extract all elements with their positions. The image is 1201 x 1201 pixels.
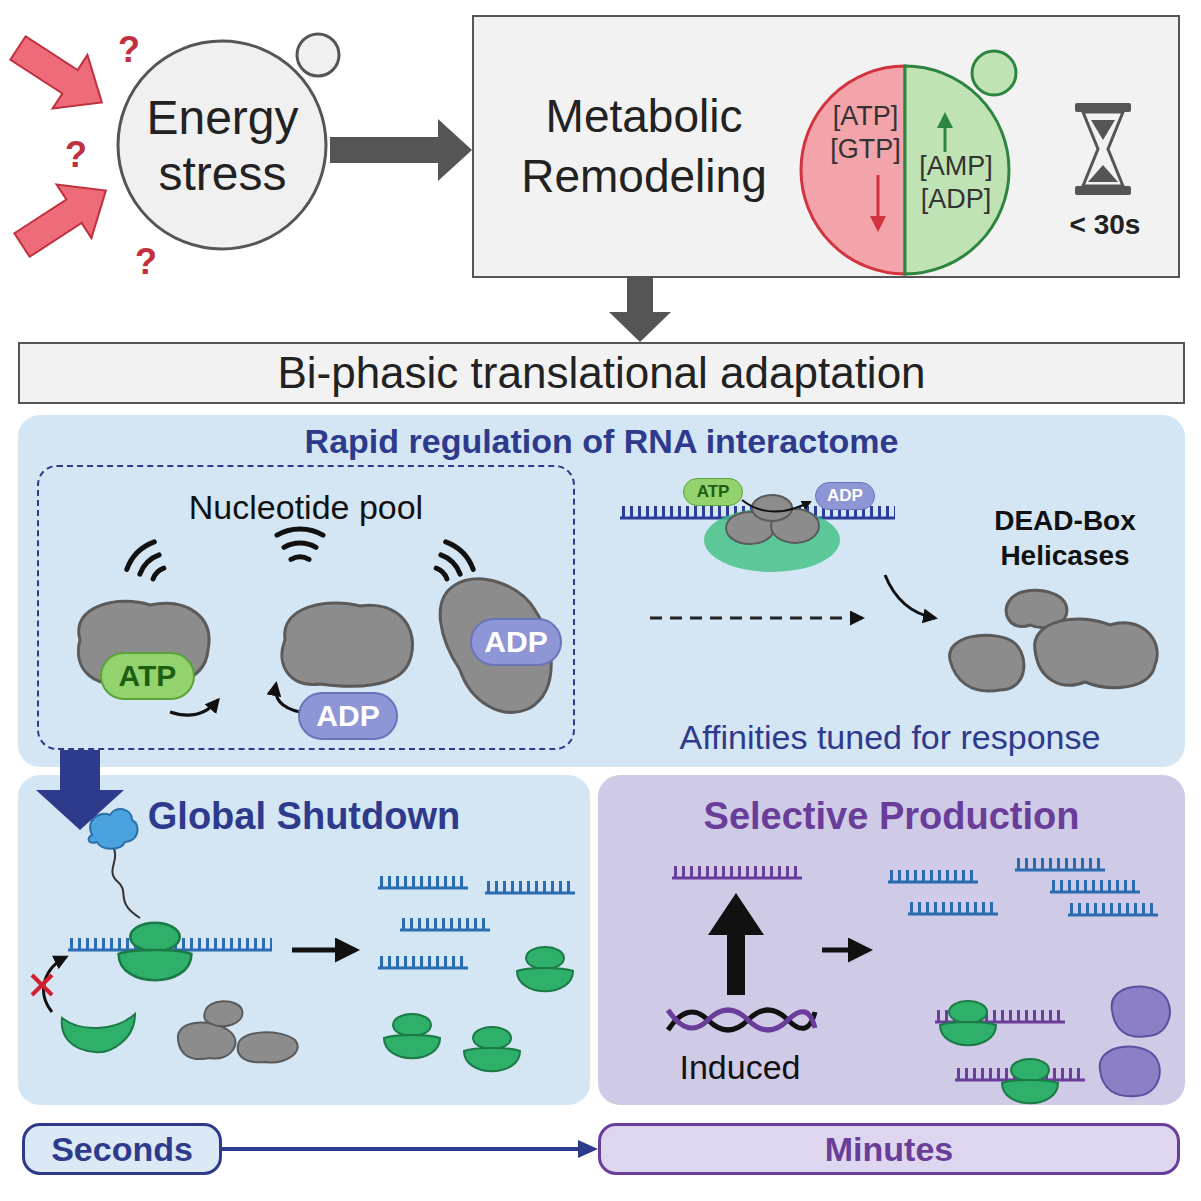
cell-bud <box>297 34 339 76</box>
nucleotide-pill: ATP <box>100 652 195 700</box>
timescale-pill: Minutes <box>598 1123 1180 1175</box>
node-text: ADP <box>816 483 874 509</box>
stress-arrow <box>5 164 124 272</box>
depleted-half <box>801 66 905 274</box>
node-text: Rapid regulation of RNA interactome <box>18 419 1185 463</box>
annotation-label: Affinities tuned for response <box>600 715 1180 760</box>
node-text: ATP <box>102 654 193 698</box>
annotation-label: DEAD-Box Helicases <box>965 498 1165 578</box>
node-text: ATP <box>684 479 742 505</box>
node-text: Seconds <box>25 1126 219 1172</box>
nucleotide-pill: ADP <box>815 482 875 510</box>
cell-outline <box>115 38 330 253</box>
annotation-label: < 30s <box>1045 205 1165 245</box>
annotation-label: Induced <box>640 1045 840 1090</box>
phase-panel: Rapid regulation of RNA interactomeNucle… <box>18 415 1185 767</box>
enriched-half <box>905 66 1009 274</box>
node-subtext: [AMP] [ADP] <box>906 145 1006 220</box>
cell-bud <box>972 51 1016 95</box>
pool-box: Nucleotide poolATP ADP ADP <box>37 465 575 750</box>
node-text: Bi-phasic translational adaptation <box>20 344 1183 402</box>
phase-panel: Global Shutdown <box>18 775 590 1105</box>
nucleotide-cell: [ATP] [GTP][AMP] [ADP] <box>798 63 1012 277</box>
cell-body <box>118 41 326 249</box>
node-text: Minutes <box>601 1126 1177 1172</box>
timescale-pill: Seconds <box>22 1123 222 1175</box>
node-text: Energy stress <box>115 38 330 253</box>
nucleotide-pill: ADP <box>470 618 562 666</box>
nucleotide-pill: ADP <box>298 692 398 740</box>
cell-node: Energy stress <box>115 38 330 253</box>
node-text: [ATP] [GTP] <box>818 95 913 170</box>
node-text: ADP <box>472 620 560 664</box>
node-text: ADP <box>300 694 396 738</box>
flow-arrow <box>609 278 671 342</box>
stress-arrow <box>1 21 120 129</box>
annotation-label: ? <box>60 130 92 180</box>
node-text: Metabolic Remodeling <box>484 72 804 222</box>
annotation-label: ? <box>130 237 162 287</box>
heading-band: Bi-phasic translational adaptation <box>18 342 1185 404</box>
flow-arrow <box>330 119 472 181</box>
flow-arrow <box>222 1140 598 1158</box>
nucleotide-pill: ATP <box>683 478 743 506</box>
annotation-label: ? <box>113 25 145 75</box>
node-text: Selective Production <box>598 791 1185 841</box>
node-text: Global Shutdown <box>18 791 590 841</box>
node-text: Nucleotide pool <box>39 485 573 530</box>
